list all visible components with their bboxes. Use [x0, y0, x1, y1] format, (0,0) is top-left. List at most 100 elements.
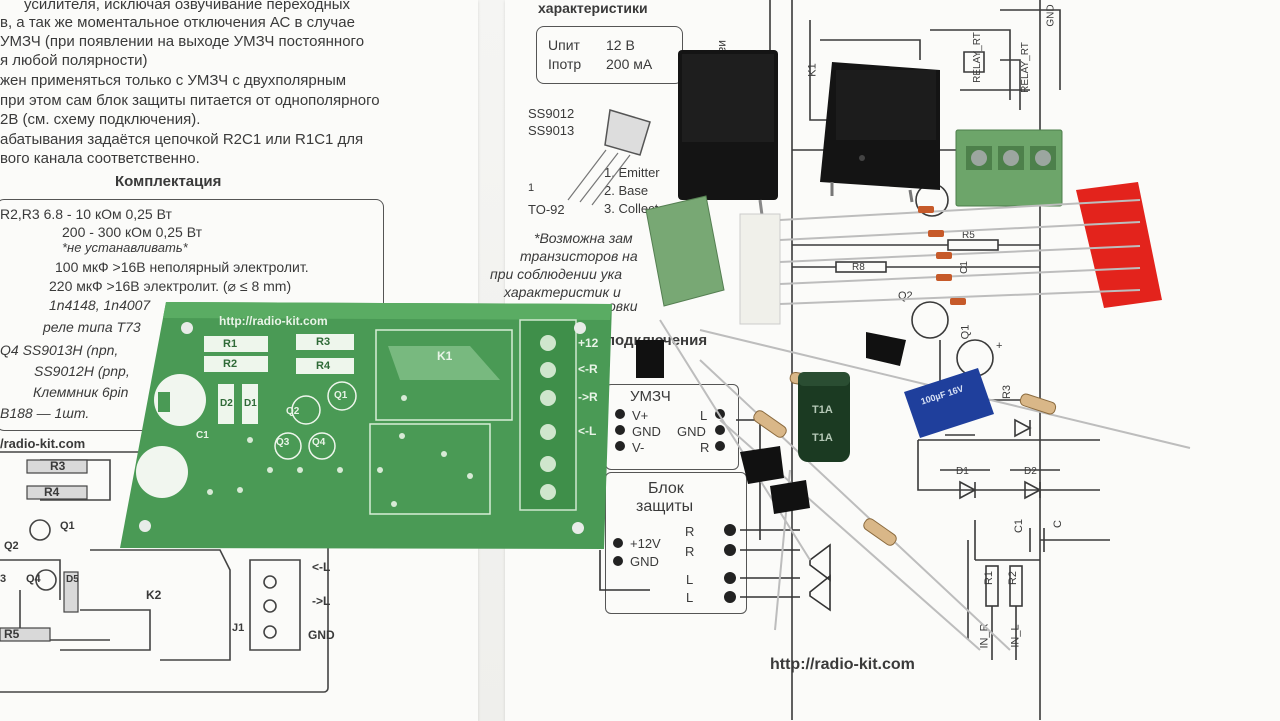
block-output: L: [686, 572, 694, 587]
intro-line: абатывания задаётся цепочкой R2C1 или R1…: [0, 131, 364, 148]
intro-line: в, а так же моментальное отключения АС в…: [0, 14, 355, 31]
amp-pin: GND: [632, 424, 661, 439]
connection-url: http://radio-kit.com: [770, 656, 915, 673]
pin-number: 1: [528, 182, 535, 194]
pcb-drawing-label: Q4: [26, 573, 41, 585]
package-label: TO-92: [528, 202, 565, 217]
terminal-block-3pin: [955, 129, 1063, 207]
spec-label: Iпотр: [548, 56, 582, 72]
cap-label: T1A: [812, 404, 833, 416]
red-tape: [1076, 182, 1162, 308]
spec-label: Uпит: [548, 37, 580, 53]
schem-label: D2: [1024, 466, 1037, 477]
amp-title: УМЗЧ: [630, 388, 671, 405]
pcb-silk-label: R4: [316, 360, 331, 372]
pcb-silk-label: Q2: [286, 406, 300, 417]
pcb-silk-label: C1: [196, 430, 209, 441]
pcb-terminal-label: <-L: [578, 424, 597, 438]
note-line: транзисторов на: [520, 248, 638, 264]
electrolytic-cap-green: [798, 372, 850, 462]
amp-output: L: [700, 408, 708, 423]
schem-label: R5: [962, 230, 975, 241]
note-line: овки: [608, 298, 638, 314]
block-output: R: [685, 544, 695, 559]
schem-label: R8: [852, 262, 865, 273]
kit-title: Комплектация: [115, 173, 222, 190]
cap-label: T1A: [812, 432, 833, 444]
relay-right: [820, 62, 940, 203]
pcb-silk-label: R1: [223, 338, 238, 350]
pcb-silk-label: Q1: [334, 390, 348, 401]
kit-line: B188 — 1шт.: [0, 405, 90, 421]
block-title: Блок: [648, 480, 684, 497]
pcb-drawing-label: <-L: [312, 560, 331, 574]
amp-pin: V-: [632, 440, 645, 455]
pcb-terminal-label: <-R: [578, 362, 598, 376]
intro-line: я любой полярности): [0, 52, 148, 69]
intro-line: вого канала соответственно.: [0, 150, 200, 167]
pcb-drawing-label: GND: [308, 628, 335, 642]
pcb-drawing-label: Q2: [4, 540, 19, 552]
specs-heading: характеристики: [538, 0, 648, 16]
pcb-terminal-label: ->R: [578, 390, 598, 404]
kit-line: 200 - 300 кОм 0,25 Вт: [62, 224, 202, 240]
relay-left: [678, 50, 778, 216]
kit-line: реле типа Т73: [43, 319, 141, 335]
note-line: характеристик и: [504, 284, 621, 300]
pcb-drawing-label: 3: [0, 573, 7, 585]
pcb-drawing-label: D5: [66, 574, 79, 585]
block-power: +12V: [630, 536, 661, 551]
kit-line: 1n4148, 1n4007: [49, 297, 151, 313]
pcb-silk-label: R2: [223, 358, 238, 370]
kit-line: 100 мкФ >16В неполярный электролит.: [55, 259, 309, 275]
schem-label: +: [996, 340, 1003, 352]
intro-line: при этом сам блок защиты питается от одн…: [0, 92, 380, 109]
spec-value: 12 В: [606, 37, 635, 53]
transistor-name: SS9012: [528, 106, 575, 121]
pin-line: 1. Emitter: [604, 165, 660, 180]
pcb-silk-label: D2: [220, 398, 233, 409]
block-output: R: [685, 524, 695, 539]
pcb-silk-label: K1: [437, 349, 453, 363]
pcb-drawing-label: R3: [50, 459, 66, 473]
kit-line: *не устанавливать*: [62, 240, 188, 255]
pcb-drawing-label: R5: [4, 627, 20, 641]
kit-line: SS9012H (pnp,: [34, 363, 130, 379]
block-box: [605, 472, 747, 614]
pcb-drawing-label: ->L: [312, 594, 331, 608]
pcb-drawing-label: Q1: [60, 520, 75, 532]
left-footer-url: /radio-kit.com: [0, 436, 86, 451]
pcb-terminal-label: +12: [578, 336, 599, 350]
intro-line: жен применяться только с УМЗЧ с двухполя…: [0, 72, 347, 89]
intro-line: УМЗЧ (при появлении на выходе УМЗЧ посто…: [0, 33, 365, 50]
amp-output: GND: [677, 424, 706, 439]
note-line: *Возможна зам: [534, 230, 633, 246]
pcb-silk-label: Q4: [312, 437, 326, 448]
amp-output: R: [700, 440, 710, 455]
intro-line: усилителя, исключая озвучивание переходн…: [24, 0, 351, 13]
intro-line: 2В (см. схему подключения).: [0, 111, 201, 128]
block-output: L: [686, 590, 694, 605]
spec-value: 200 мА: [606, 56, 653, 72]
kit-line: 220 мкФ >16В электролит. (⌀ ≤ 8 mm): [49, 278, 292, 294]
pcb-drawing-label: R4: [44, 485, 60, 499]
to92-drawing: [604, 109, 651, 156]
pcb-drawing-label: J1: [232, 622, 245, 634]
electrolytic-cap-blue: [904, 368, 994, 438]
pcb-drawing-label: K2: [146, 588, 162, 602]
pcb-board: [120, 302, 612, 549]
note-line: при соблюдении ука: [490, 266, 623, 282]
block-title: защиты: [636, 498, 694, 515]
amp-pin: V+: [632, 408, 649, 423]
kit-line: Q4 SS9013H (npn,: [0, 342, 119, 358]
kit-line: R2,R3 6.8 - 10 кОм 0,25 Вт: [0, 206, 172, 222]
pcb-silk-label: Q3: [276, 437, 290, 448]
schem-label: D1: [956, 466, 969, 477]
pcb-silk-label: R3: [316, 336, 331, 348]
pin-line: 2. Base: [604, 183, 649, 198]
pcb-url: http://radio-kit.com: [219, 314, 328, 328]
